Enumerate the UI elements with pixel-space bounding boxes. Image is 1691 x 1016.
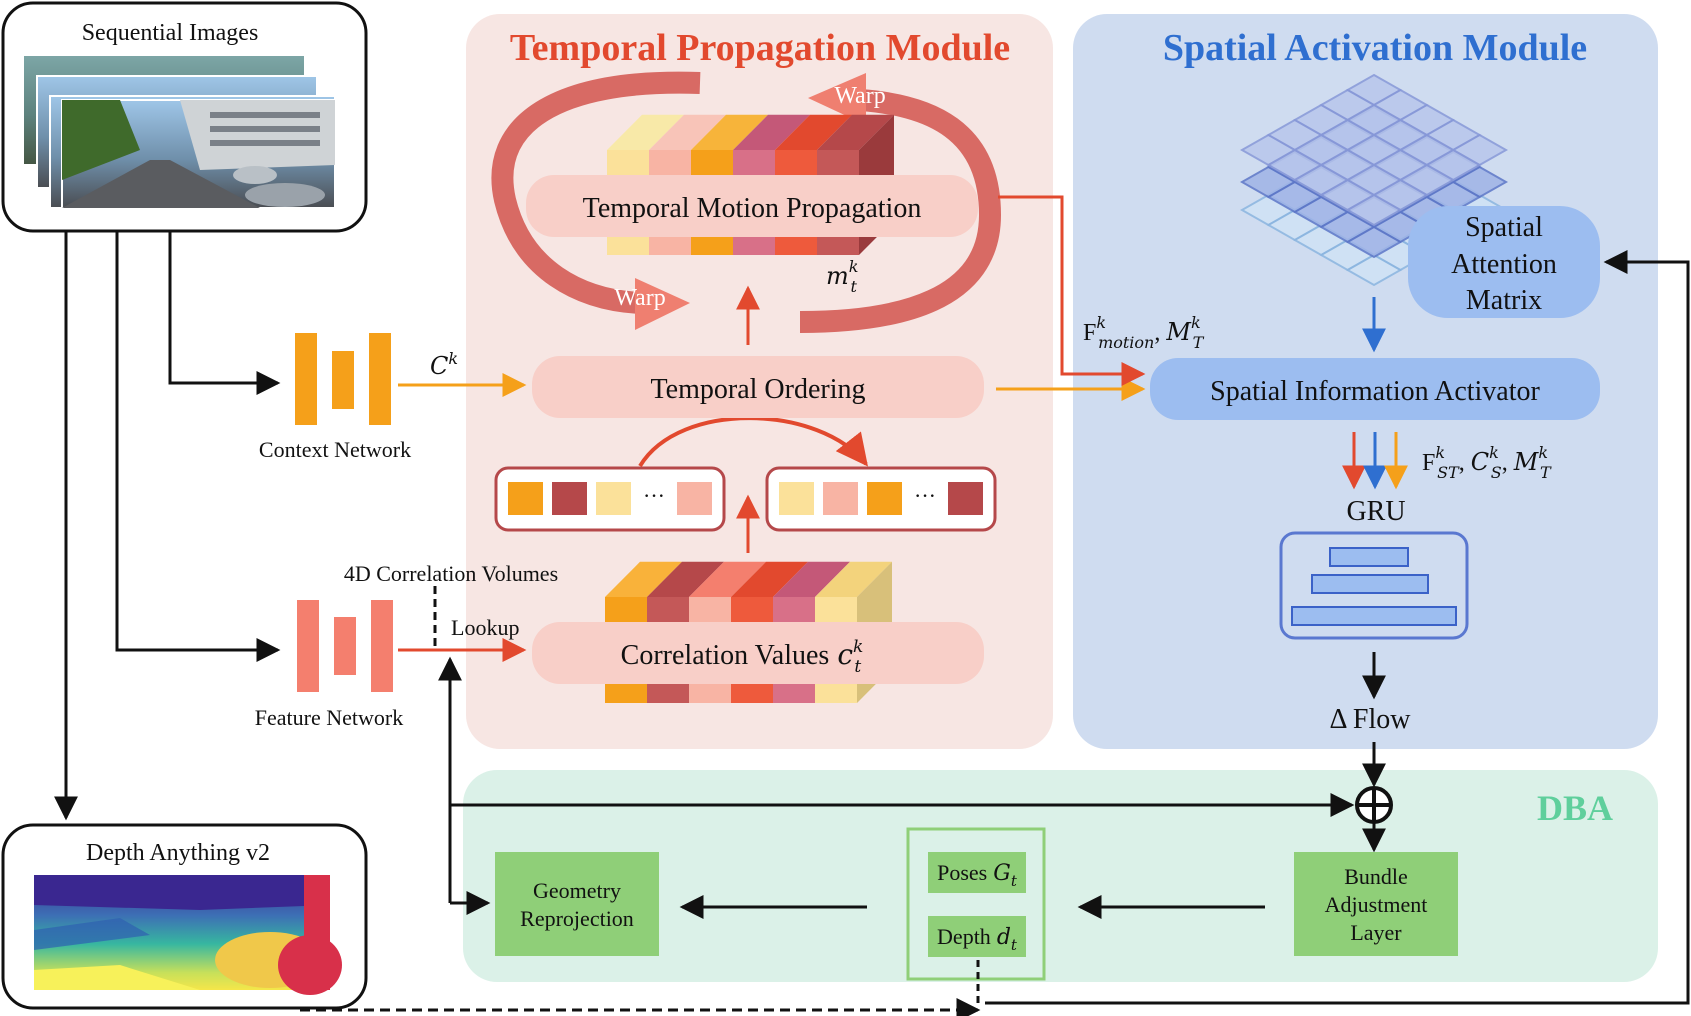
reorder-curve-arrow (638, 416, 868, 468)
warp-top-label: Warp (834, 83, 885, 109)
delta-flow-label: Δ Flow (1329, 704, 1411, 735)
geometry-reprojection-label-2: Reprojection (520, 906, 634, 931)
temporal-module-title: Temporal Propagation Module (510, 27, 1010, 69)
gru-layers-icon (1291, 547, 1457, 626)
temporal-ordering-label: Temporal Ordering (651, 374, 866, 405)
correlation-bar-top (647, 561, 724, 597)
motion-bar-top (733, 114, 810, 150)
motion-propagation-pill (526, 175, 978, 237)
feature-network-icon (297, 600, 393, 692)
spatial-activator-label: Spatial Information Activator (1210, 376, 1540, 407)
dba-title: DBA (1537, 788, 1613, 828)
motion-to-activator-arrow (998, 195, 1146, 386)
unordered-sequence-cells: ··· (508, 482, 712, 515)
correlation-bar-top (605, 561, 682, 597)
correlation-bar-top (815, 561, 892, 597)
motion-bar-top (607, 114, 684, 150)
motion-bar-top (691, 114, 768, 150)
attention-grid-cell (1345, 225, 1403, 259)
motion-bar-top (775, 114, 852, 150)
bundle-adjustment-box (1294, 852, 1458, 956)
spatial-attention-label-2: Attention (1451, 249, 1557, 280)
spatial-attention-pill (1408, 206, 1600, 318)
depth-anything-label: Depth Anything v2 (86, 840, 270, 866)
context-output-label: Ck (430, 349, 458, 380)
spatial-module-title: Spatial Activation Module (1163, 27, 1587, 69)
motion-bar-top (649, 114, 726, 150)
feature-network-label: Feature Network (255, 705, 403, 730)
bundle-adjustment-label-3: Layer (1350, 920, 1402, 945)
spatial-grid-stack (1239, 73, 1509, 287)
poses-box (928, 852, 1026, 893)
geometry-reprojection-box (495, 852, 659, 956)
geometry-reprojection-label-1: Geometry (533, 878, 621, 903)
depth-box (928, 916, 1026, 957)
temporal-ordering-pill (532, 356, 984, 418)
context-network-label: Context Network (259, 437, 411, 462)
gru-box (1279, 531, 1469, 640)
correlation-bar-top (731, 561, 808, 597)
attention-grid-cell (1345, 253, 1403, 287)
bundle-adjustment-label-1: Bundle (1344, 864, 1408, 889)
depth-map-image (34, 875, 342, 995)
gru-label: GRU (1346, 496, 1405, 527)
svg-text:···: ··· (914, 483, 936, 508)
feedback-to-attention-arrow (985, 250, 1690, 1005)
sequential-images-label: Sequential Images (82, 20, 259, 46)
bundle-adjustment-label-2: Adjustment (1325, 892, 1428, 917)
svg-text:···: ··· (643, 483, 665, 508)
spatial-attention-label-1: Spatial (1465, 212, 1543, 243)
spatial-activator-pill (1150, 358, 1600, 420)
correlation-bar-top (773, 561, 850, 597)
motion-bar-top (817, 114, 894, 150)
attention-grid-cell (1345, 193, 1403, 227)
input-arrows (54, 232, 281, 821)
correlation-bar-top (689, 561, 766, 597)
lookup-label: Lookup (451, 615, 519, 640)
sequential-image-stack (24, 56, 336, 209)
ordered-sequence-cells: ··· (779, 482, 983, 515)
warp-ring (491, 71, 1002, 333)
motion-propagation-label: Temporal Motion Propagation (583, 193, 922, 224)
spatial-attention-label-3: Matrix (1466, 285, 1542, 316)
correlation-volumes-label: 4D Correlation Volumes (344, 561, 558, 586)
state-container (906, 827, 1046, 981)
context-network-icon (295, 333, 391, 425)
warp-bottom-label: Warp (614, 285, 665, 311)
sum-node (1355, 786, 1393, 824)
correlation-values-pill (532, 622, 984, 684)
